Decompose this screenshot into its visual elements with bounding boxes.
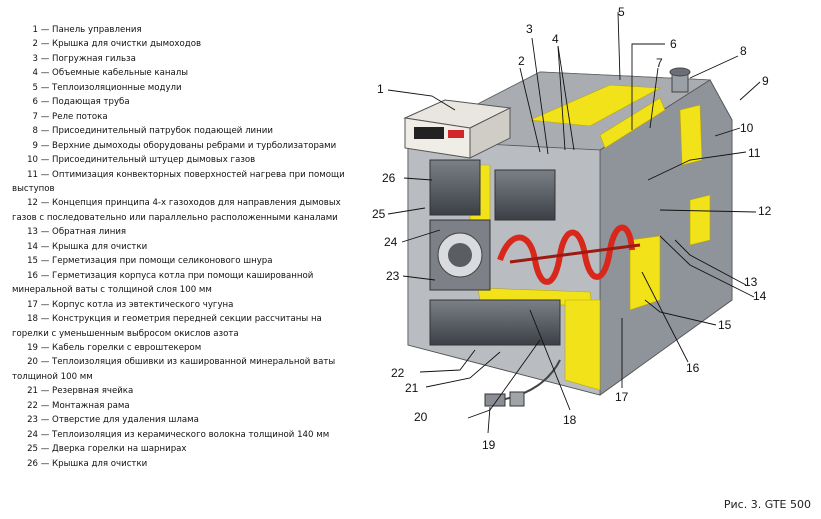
callout-7: 7 (656, 56, 663, 70)
legend-list: 1 — Панель управления 2 — Крышка для очи… (12, 23, 357, 471)
callout-24: 24 (384, 235, 398, 249)
legend-item: 4 — Объемные кабельные каналы (32, 68, 189, 79)
callout-25: 25 (372, 207, 386, 221)
legend-item: 9 — Верхние дымоходы оборудованы ребрами… (32, 140, 337, 151)
callout-15: 15 (718, 318, 732, 332)
callout-10: 10 (740, 121, 754, 135)
flue-connector (669, 67, 691, 93)
callout-14: 14 (753, 289, 767, 303)
callout-3: 3 (526, 22, 533, 36)
callout-12: 12 (758, 204, 772, 218)
legend-item: 6 — Подающая труба (32, 97, 130, 108)
legend-item: 13 — Обратная линия (27, 227, 127, 238)
legend-item: 10 — Присоединительный штуцер дымовых га… (27, 155, 256, 166)
legend-item: 24 — Теплоизоляция из керамического воло… (27, 429, 330, 440)
callout-16: 16 (686, 361, 700, 375)
callout-23: 23 (386, 269, 400, 283)
callout-8: 8 (740, 44, 747, 58)
callout-leaders (387, 11, 761, 434)
legend-item: 23 — Отверстие для удаления шлама (27, 415, 199, 426)
callout-4: 4 (552, 32, 559, 46)
legend-item: 1 — Панель управления (32, 25, 142, 35)
callout-11: 11 (748, 146, 761, 160)
legend-item: 14 — Крышка для очистки (27, 241, 148, 252)
legend-item: 19 — Кабель горелки с евроштекером (27, 342, 202, 353)
insulation-modules (469, 84, 711, 391)
control-panel (403, 99, 512, 159)
callout-20: 20 (414, 410, 428, 424)
figure-caption: Рис. 3. GTE 500 (723, 498, 811, 511)
legend-item: 21 — Резервная ячейка (27, 386, 134, 397)
legend-item: 12 — Концепция принципа 4-х газоходов дл… (12, 198, 341, 223)
callout-1: 1 (377, 82, 384, 96)
legend-item: 2 — Крышка для очистки дымоходов (32, 39, 202, 50)
callout-18: 18 (563, 413, 577, 427)
legend-item: 17 — Корпус котла из эвтектического чугу… (27, 299, 234, 310)
callout-19: 19 (482, 438, 496, 452)
legend-item: 25 — Дверка горелки на шарнирах (27, 444, 187, 455)
front-section (429, 159, 561, 346)
legend-item: 18 — Конструкция и геометрия передней се… (12, 314, 322, 339)
callout-2: 2 (518, 54, 525, 68)
legend-item: 11 — Оптимизация конвекторных поверхност… (12, 169, 345, 194)
legend-item: 22 — Монтажная рама (27, 400, 130, 411)
burner-cable (484, 359, 561, 407)
callout-13: 13 (744, 275, 758, 289)
legend-item: 7 — Реле потока (32, 111, 108, 122)
callout-21: 21 (405, 381, 419, 395)
callout-9: 9 (762, 74, 769, 88)
legend-item: 3 — Погружная гильза (32, 53, 136, 64)
legend-item: 5 — Теплоизоляционные модули (32, 82, 182, 93)
callout-6: 6 (670, 37, 677, 51)
boiler-cutaway-diagram: 1 2 3 4 5 6 7 8 9 10 11 12 13 14 15 16 1… (372, 5, 772, 452)
legend-item: 16 — Герметизация корпуса котла при помо… (12, 270, 314, 296)
callout-5: 5 (618, 5, 625, 19)
legend-item: 8 — Присоединительный патрубок подающей … (32, 126, 273, 137)
legend-item: 26 — Крышка для очистки (27, 458, 148, 469)
combustion-chamber (497, 224, 641, 285)
callout-26: 26 (382, 171, 396, 185)
callout-17: 17 (615, 390, 629, 404)
callout-numbers: 1 2 3 4 5 6 7 8 9 10 11 12 13 14 15 16 1… (372, 5, 772, 452)
legend-item: 15 — Герметизация при помощи селиконовог… (27, 256, 273, 267)
legend-item: 20 — Теплоизоляция обшивки из кашированн… (12, 357, 336, 382)
callout-22: 22 (391, 366, 405, 380)
